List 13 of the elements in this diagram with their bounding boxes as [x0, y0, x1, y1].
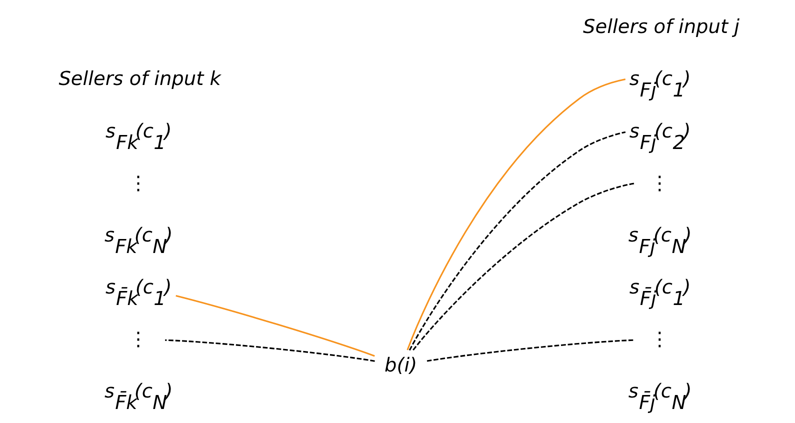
node-text: ⋮: [128, 327, 148, 350]
connector: [175, 295, 374, 357]
node-text: ⋮: [128, 171, 148, 194]
connector: [406, 78, 626, 350]
node-text: ⋮: [650, 327, 669, 350]
connector: [164, 339, 374, 362]
connector: [408, 131, 626, 351]
connector: [426, 339, 634, 362]
connector: [412, 182, 634, 351]
label: Sellers of input j: [582, 15, 740, 38]
node-text: ⋮: [650, 171, 669, 194]
label: Sellers of input k: [58, 67, 220, 90]
node-text: b(i): [384, 354, 417, 377]
